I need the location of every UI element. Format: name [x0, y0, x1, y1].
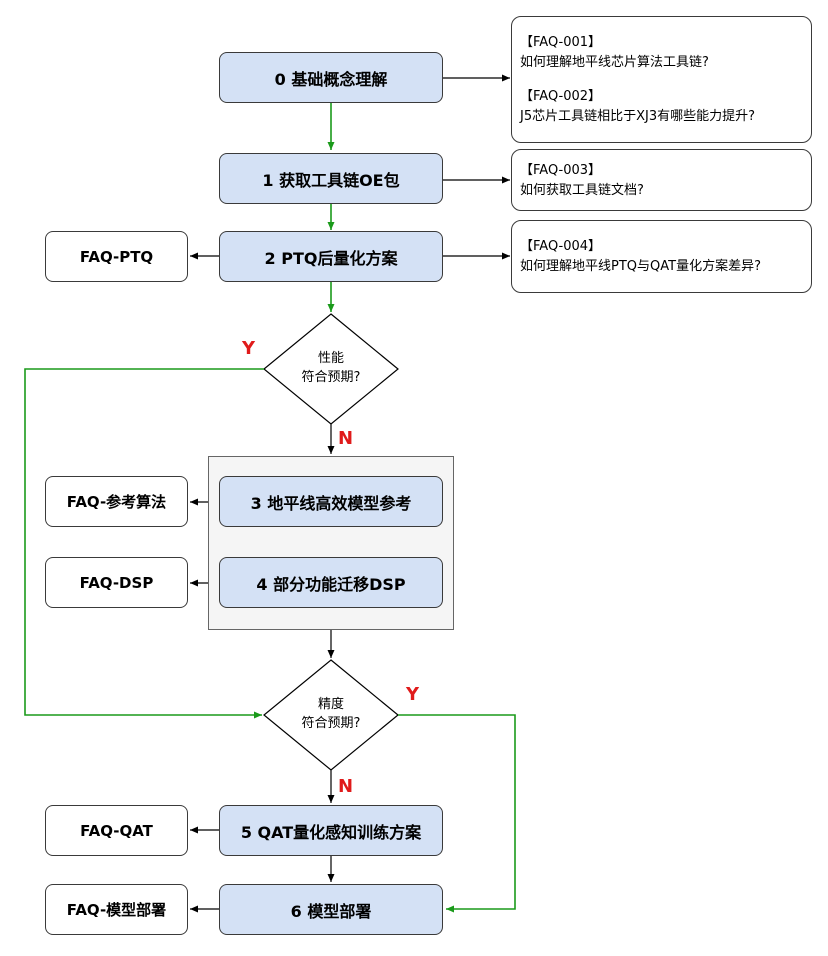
decision-accuracy-line2: 符合预期?: [301, 716, 361, 731]
faq-ptq-label: FAQ-PTQ: [79, 247, 154, 266]
note-faq-002-question: J5芯片工具链相比于XJ3有哪些能力提升?: [520, 109, 756, 124]
faq-dsp-label: FAQ-DSP: [79, 573, 154, 592]
step-1-get-toolchain[interactable]: 1 获取工具链OE包: [219, 153, 443, 204]
decision-accuracy: 精度 符合预期?: [271, 695, 391, 733]
decision-performance-line1: 性能: [317, 351, 344, 366]
step-0-label: 0 基础概念理解: [274, 69, 388, 89]
note-faq-004[interactable]: 【FAQ-004】 如何理解地平线PTQ与QAT量化方案差异?: [511, 220, 812, 293]
step-0-basics[interactable]: 0 基础概念理解: [219, 52, 443, 103]
step-3-label: 3 地平线高效模型参考: [250, 493, 412, 513]
note-faq-001-002[interactable]: 【FAQ-001】 如何理解地平线芯片算法工具链? 【FAQ-002】 J5芯片…: [511, 16, 812, 143]
flow-accuracy-yes: [398, 714, 516, 913]
decision-accuracy-line1: 精度: [317, 697, 344, 712]
accuracy-no-label: N: [338, 776, 354, 797]
performance-no-label: N: [338, 428, 354, 449]
note-faq-003-question: 如何获取工具链文档?: [520, 183, 644, 198]
decision-performance-line2: 符合预期?: [301, 370, 361, 385]
faq-qat-box[interactable]: FAQ-QAT: [45, 805, 188, 856]
decision-performance: 性能 符合预期?: [271, 349, 391, 387]
note-faq-003[interactable]: 【FAQ-003】 如何获取工具链文档?: [511, 149, 812, 211]
note-faq-004-question: 如何理解地平线PTQ与QAT量化方案差异?: [520, 259, 761, 274]
step-4-dsp-migration[interactable]: 4 部分功能迁移DSP: [219, 557, 443, 608]
step-1-label: 1 获取工具链OE包: [262, 170, 400, 190]
step-4-label: 4 部分功能迁移DSP: [256, 574, 406, 594]
faq-dsp-box[interactable]: FAQ-DSP: [45, 557, 188, 608]
note-faq-001-question: 如何理解地平线芯片算法工具链?: [520, 55, 709, 70]
flow-performance-yes: [24, 368, 264, 719]
faq-deploy-label: FAQ-模型部署: [66, 901, 167, 919]
step-5-qat[interactable]: 5 QAT量化感知训练方案: [219, 805, 443, 856]
accuracy-yes-label: Y: [406, 684, 420, 705]
faq-reference-box[interactable]: FAQ-参考算法: [45, 476, 188, 527]
step-6-deploy[interactable]: 6 模型部署: [219, 884, 443, 935]
step-2-ptq[interactable]: 2 PTQ后量化方案: [219, 231, 443, 282]
note-faq-002-id: 【FAQ-002】: [520, 89, 602, 104]
step-3-reference-models[interactable]: 3 地平线高效模型参考: [219, 476, 443, 527]
performance-yes-label: Y: [242, 338, 256, 359]
note-faq-004-id: 【FAQ-004】: [520, 239, 602, 254]
note-faq-003-id: 【FAQ-003】: [520, 163, 602, 178]
faq-reference-label: FAQ-参考算法: [66, 493, 167, 511]
note-faq-001-id: 【FAQ-001】: [520, 35, 602, 50]
step-5-label: 5 QAT量化感知训练方案: [240, 822, 422, 842]
step-6-label: 6 模型部署: [290, 901, 372, 921]
step-2-label: 2 PTQ后量化方案: [264, 248, 398, 268]
faq-qat-label: FAQ-QAT: [80, 821, 153, 840]
faq-deploy-box[interactable]: FAQ-模型部署: [45, 884, 188, 935]
faq-ptq-box[interactable]: FAQ-PTQ: [45, 231, 188, 282]
